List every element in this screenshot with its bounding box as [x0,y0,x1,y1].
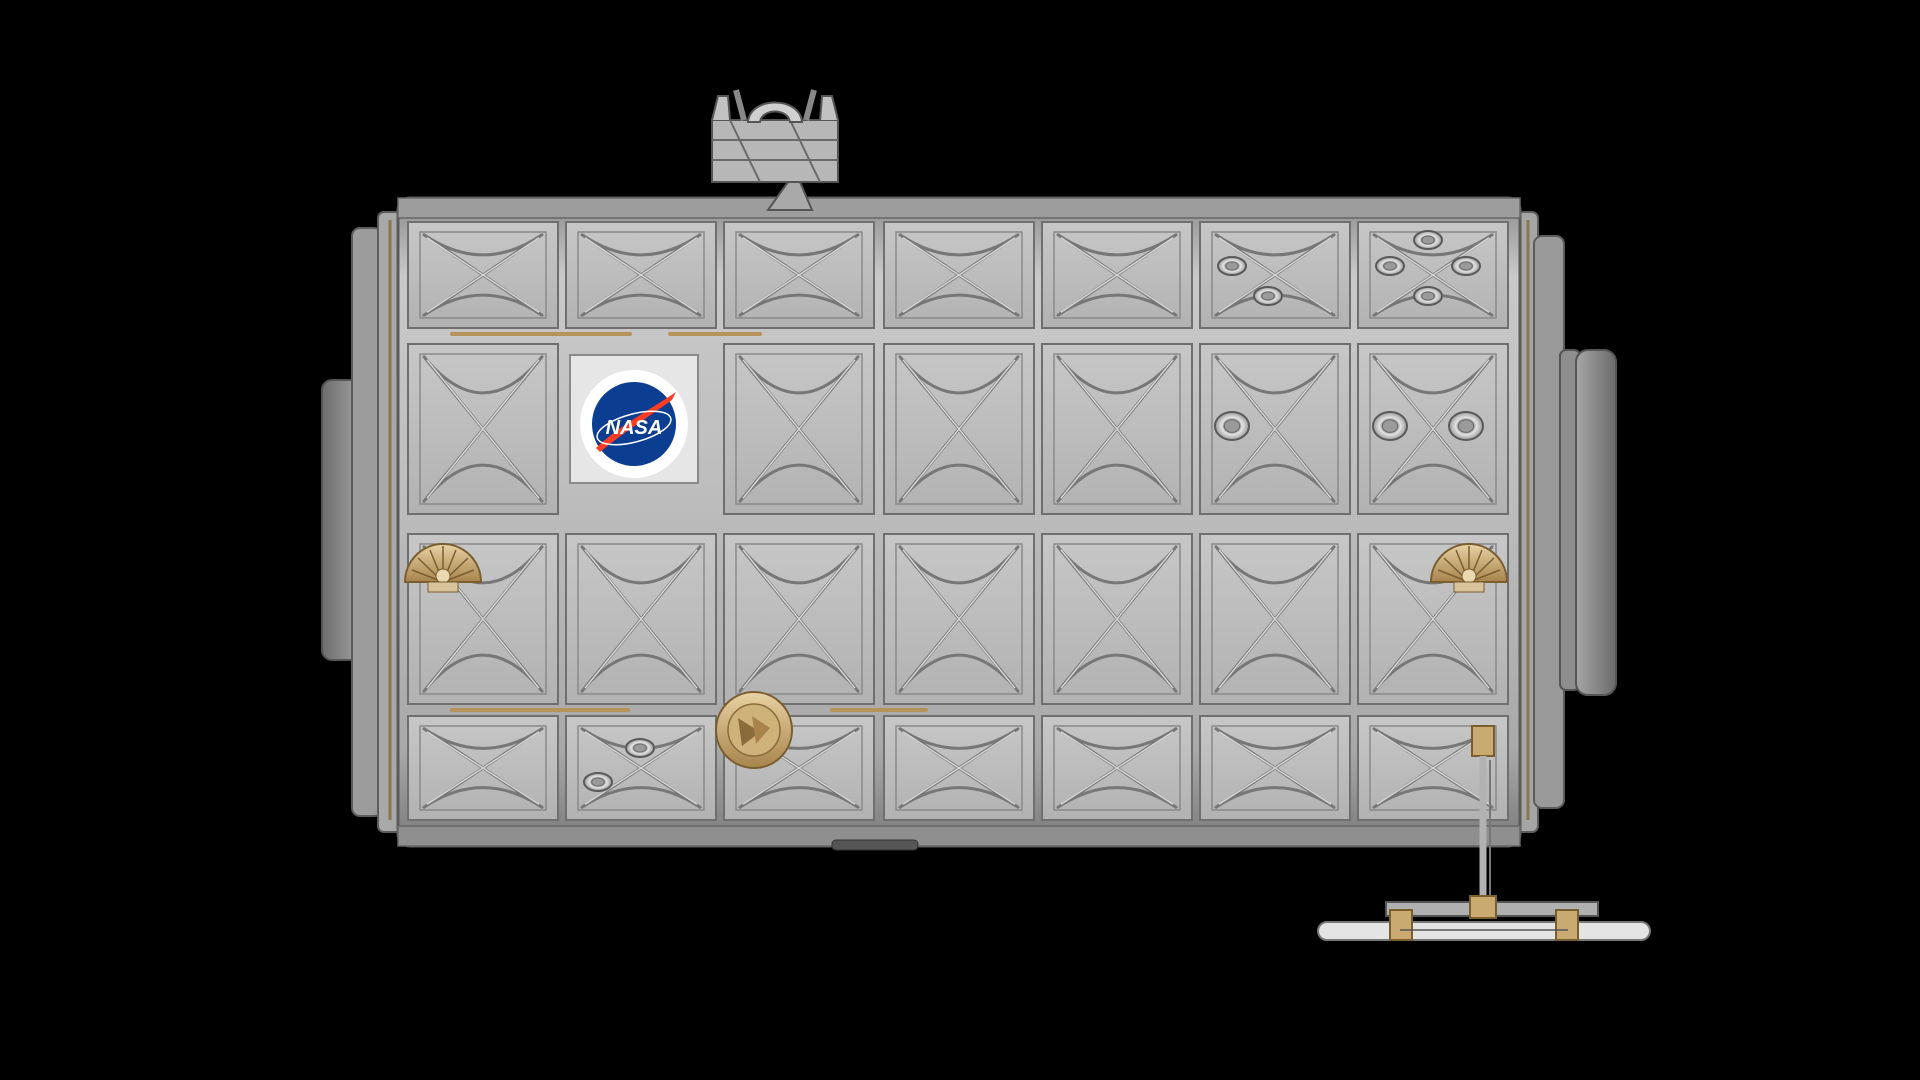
brass-fixture-left [403,543,483,593]
edge-rails [388,220,1530,820]
nasa-logo-text: NASA [606,417,663,439]
hull-panel [883,715,1035,821]
hull-panel [407,715,559,821]
hull-panel [1199,533,1351,705]
bottom-port [831,839,919,851]
window-rings [583,230,1484,792]
hull-panel [883,533,1035,705]
hull-panel [1199,715,1351,821]
antenna-boom [1317,725,1651,941]
hull-panel [723,221,875,329]
hull-panel [565,533,717,705]
brass-fixture-right [1429,543,1509,593]
hull-panel [883,221,1035,329]
hull-panel [723,533,875,705]
handrails [450,332,928,712]
hull-panel [723,343,875,515]
hull-panel [1041,221,1193,329]
hull-panel [565,221,717,329]
grapple-fixture [711,89,839,211]
hull-panel [883,343,1035,515]
nasa-logo-plate: NASA [569,354,699,484]
hull-panel [407,221,559,329]
brass-vent [715,691,793,769]
hull-panel [565,715,717,821]
hull-panel [407,343,559,515]
hull-panel [1041,343,1193,515]
hull-panel [1041,533,1193,705]
hull-panel-grid [407,221,1509,821]
hull-panel [1199,221,1351,329]
hull-panel [1041,715,1193,821]
